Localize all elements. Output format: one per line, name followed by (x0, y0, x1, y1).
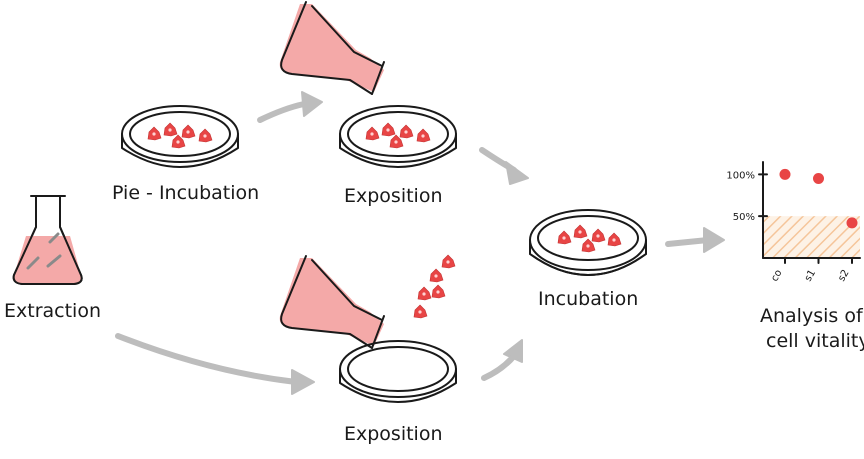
arrow-exposition-top-to-incubation (479, 147, 529, 185)
exposition-dish-top-icon (339, 105, 457, 168)
arrow-pre-to-exposition (257, 91, 323, 123)
incubation-label: Incubation (538, 288, 638, 310)
analysis-label-line2: cell vitality (766, 330, 864, 352)
y-tick-label: 100% (726, 170, 755, 181)
incubation-dish-icon (529, 209, 647, 276)
data-point-s1 (813, 173, 824, 185)
exposition-top-label: Exposition (344, 185, 443, 207)
x-tick-label: s1 (803, 268, 818, 284)
arrow-extraction-to-exposition (115, 333, 315, 395)
pouring-flask-bottom-icon (279, 255, 385, 349)
arrow-incubation-to-analysis (665, 227, 725, 253)
y-tick-label: 50% (733, 212, 755, 223)
analysis-label-line1: Analysis of (760, 305, 864, 327)
data-point-co (779, 168, 791, 180)
pre-incubation-label: Pie - Incubation (112, 182, 259, 204)
floating-cells-icon (413, 254, 456, 319)
pouring-flask-top-icon (279, 1, 385, 95)
data-point-s2 (846, 217, 858, 229)
highlight-band (763, 216, 860, 258)
x-tick-label: s2 (836, 268, 851, 284)
pre-incubation-dish-icon (121, 105, 239, 168)
x-tick-label: co (769, 268, 784, 284)
exposition-dish-bottom-icon (339, 340, 457, 403)
exposition-bottom-label: Exposition (344, 423, 443, 445)
extraction-flask-icon (12, 195, 83, 285)
vitality-chart: 100% 50% co s1 s2 (726, 161, 861, 284)
arrow-exposition-bottom-to-incubation (481, 339, 523, 381)
extraction-label: Extraction (4, 300, 101, 322)
